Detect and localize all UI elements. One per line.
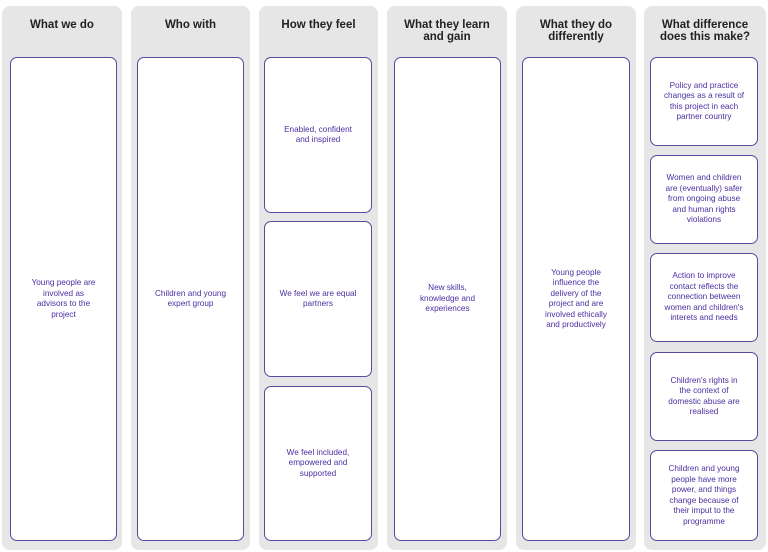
outcome-card: New skills, knowledge and experiences xyxy=(394,57,501,541)
outcome-card: We feel we are equal partners xyxy=(264,221,372,377)
card-text: Children's rights in the context of dome… xyxy=(668,375,740,417)
column-header: What difference does this make? xyxy=(659,19,751,43)
card-text: Enabled, confident and inspired xyxy=(284,124,352,145)
outcome-card: Enabled, confident and inspired xyxy=(264,57,372,213)
column-header: What they learn and gain xyxy=(404,19,490,43)
card-text: Children and young expert group xyxy=(154,288,226,309)
card-text: Policy and practice changes as a result … xyxy=(663,80,745,122)
card-text: We feel included, empowered and supporte… xyxy=(286,447,350,478)
outcome-card: Young people influence the delivery of t… xyxy=(522,57,630,541)
card-text: Young people influence the delivery of t… xyxy=(545,267,607,330)
column-header: What they do differently xyxy=(539,19,613,43)
column-who-with: Who with Children and young expert group xyxy=(131,6,250,550)
card-text: Women and children are (eventually) safe… xyxy=(665,173,743,225)
outcome-card: Children's rights in the context of dome… xyxy=(650,352,758,441)
column-what-difference: What difference does this make? Policy a… xyxy=(644,6,766,550)
outcome-card: Children and young expert group xyxy=(137,57,244,541)
column-header: What we do xyxy=(30,19,94,31)
outcome-card: Children and young people have more powe… xyxy=(650,450,758,541)
column-how-they-feel: How they feel Enabled, confident and ins… xyxy=(259,6,378,550)
column-what-they-do-differently: What they do differently Young people in… xyxy=(516,6,636,550)
outcome-card: We feel included, empowered and supporte… xyxy=(264,386,372,541)
card-text: Young people are involved as advisors to… xyxy=(31,278,96,319)
column-header: How they feel xyxy=(281,19,356,31)
card-text: New skills, knowledge and experiences xyxy=(419,283,476,314)
card-text: We feel we are equal partners xyxy=(279,288,357,309)
outcome-card: Women and children are (eventually) safe… xyxy=(650,155,758,244)
outcome-card: Action to improve contact reflects the c… xyxy=(650,253,758,342)
column-what-we-do: What we do Young people are involved as … xyxy=(2,6,122,550)
outcome-card: Young people are involved as advisors to… xyxy=(10,57,117,541)
card-text: Children and young people have more powe… xyxy=(668,464,740,526)
column-what-they-learn: What they learn and gain New skills, kno… xyxy=(387,6,507,550)
column-header: Who with xyxy=(164,19,217,31)
outcome-card: Policy and practice changes as a result … xyxy=(650,57,758,146)
card-text: Action to improve contact reflects the c… xyxy=(664,271,744,323)
